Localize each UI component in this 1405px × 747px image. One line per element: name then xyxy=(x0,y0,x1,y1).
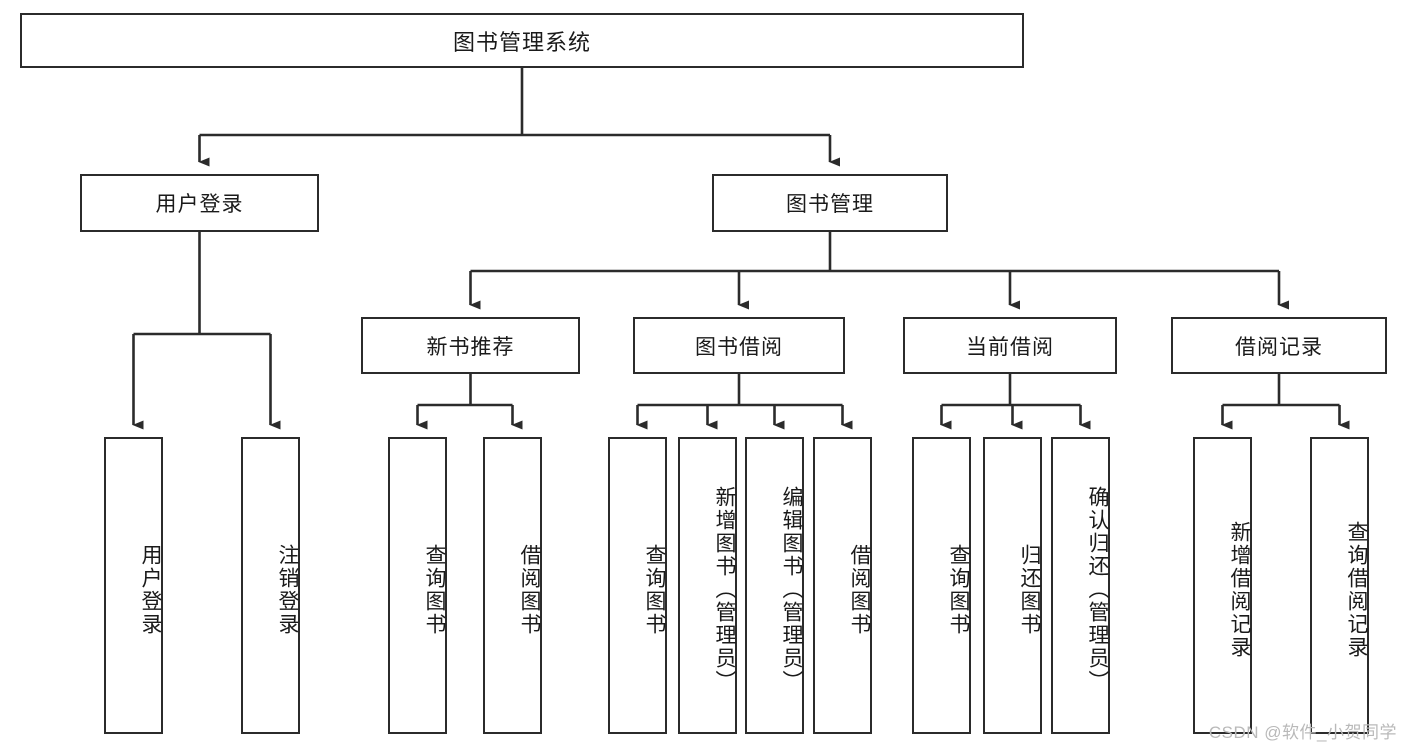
node-root-label: 图书管理系统 xyxy=(452,29,591,55)
node-book-manage[interactable]: 图书管理 xyxy=(712,174,948,232)
node-book-borrow-label: 图书借阅 xyxy=(695,335,783,359)
node-leaf-confirm-return-label: 确认归还（管理员） xyxy=(1086,486,1109,693)
node-leaf-add-record[interactable]: 新增借阅记录 xyxy=(1193,437,1252,734)
node-user-login[interactable]: 用户登录 xyxy=(80,174,319,232)
node-leaf-query-book-1[interactable]: 查询图书 xyxy=(388,437,447,734)
node-leaf-confirm-return[interactable]: 确认归还（管理员） xyxy=(1051,437,1110,734)
node-leaf-add-book-label: 新增图书（管理员） xyxy=(713,486,736,693)
node-borrow-record[interactable]: 借阅记录 xyxy=(1171,317,1387,374)
node-leaf-query-record-label: 查询借阅记录 xyxy=(1345,520,1368,659)
node-leaf-query-book-3[interactable]: 查询图书 xyxy=(912,437,971,734)
node-book-borrow[interactable]: 图书借阅 xyxy=(633,317,845,374)
node-leaf-edit-book[interactable]: 编辑图书（管理员） xyxy=(745,437,804,734)
node-new-book-recommend-label: 新书推荐 xyxy=(426,335,515,359)
node-leaf-query-book-1-label: 查询图书 xyxy=(423,543,446,636)
node-leaf-borrow-book-2-label: 借阅图书 xyxy=(848,543,871,636)
node-leaf-user-logout[interactable]: 注销登录 xyxy=(241,437,300,734)
node-leaf-borrow-book-1-label: 借阅图书 xyxy=(518,543,541,636)
node-book-manage-label: 图书管理 xyxy=(786,193,874,216)
node-root[interactable]: 图书管理系统 xyxy=(20,13,1024,68)
node-leaf-user-login-label: 用户登录 xyxy=(139,543,162,636)
node-leaf-edit-book-label: 编辑图书（管理员） xyxy=(780,486,803,693)
node-leaf-add-record-label: 新增借阅记录 xyxy=(1228,520,1251,659)
node-leaf-query-book-2-label: 查询图书 xyxy=(643,543,666,636)
node-leaf-add-book[interactable]: 新增图书（管理员） xyxy=(678,437,737,734)
node-leaf-borrow-book-2[interactable]: 借阅图书 xyxy=(813,437,872,734)
node-borrow-record-label: 借阅记录 xyxy=(1235,335,1323,359)
node-leaf-return-book-label: 归还图书 xyxy=(1018,543,1041,636)
node-current-borrow-label: 当前借阅 xyxy=(966,335,1054,359)
node-current-borrow[interactable]: 当前借阅 xyxy=(903,317,1117,374)
node-new-book-recommend[interactable]: 新书推荐 xyxy=(361,317,580,374)
node-leaf-user-login[interactable]: 用户登录 xyxy=(104,437,163,734)
node-leaf-query-book-2[interactable]: 查询图书 xyxy=(608,437,667,734)
node-leaf-user-logout-label: 注销登录 xyxy=(276,543,299,636)
watermark-text: CSDN @软件_小贺同学 xyxy=(1208,723,1397,742)
node-leaf-query-record[interactable]: 查询借阅记录 xyxy=(1310,437,1369,734)
node-leaf-query-book-3-label: 查询图书 xyxy=(947,543,970,636)
node-leaf-return-book[interactable]: 归还图书 xyxy=(983,437,1042,734)
node-user-login-label: 用户登录 xyxy=(155,193,244,216)
node-leaf-borrow-book-1[interactable]: 借阅图书 xyxy=(483,437,542,734)
